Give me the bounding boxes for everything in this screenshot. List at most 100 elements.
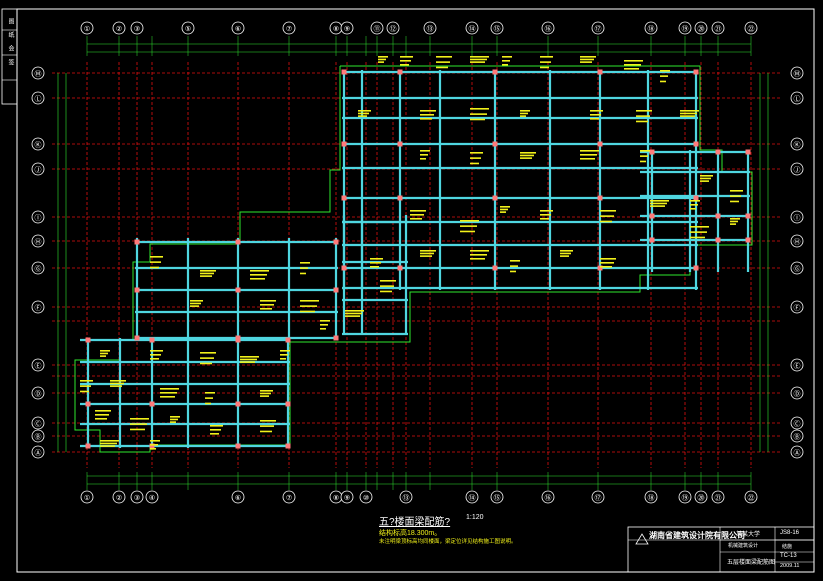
column-axis-bottom-label: ⑰	[595, 494, 602, 502]
beam-label-mark	[378, 61, 384, 63]
column-marker	[649, 237, 655, 243]
title-code3: TC-13	[780, 553, 797, 559]
beam-label-mark	[420, 150, 430, 152]
beam-label-mark	[502, 64, 508, 66]
column-marker	[235, 239, 241, 245]
beam-label-mark	[100, 355, 106, 357]
beam-label-mark	[580, 56, 596, 58]
column-axis-top-label: ②	[116, 25, 122, 33]
row-axis-right-label-circle	[790, 429, 804, 443]
beam-label-mark	[160, 392, 177, 394]
row-axis-left-label-circle	[31, 234, 45, 248]
row-axis-right-label-circle	[790, 234, 804, 248]
beam-label-mark	[500, 206, 510, 208]
column-axis-bottom-label-circle	[591, 490, 605, 504]
beam-label-mark	[470, 250, 489, 252]
beam-label-mark	[730, 220, 738, 223]
row-axis-right-label: Ⓘ	[794, 214, 801, 222]
column-axis-top-label: ⑰	[595, 25, 602, 33]
beam-label-mark	[730, 190, 743, 192]
column-axis-bottom-label-circle	[694, 490, 708, 504]
beam-label-mark	[95, 410, 111, 412]
column-axis-bottom-label-circle	[678, 490, 692, 504]
column-axis-top-label: ⑨	[344, 25, 350, 33]
column-marker	[397, 141, 403, 147]
column-axis-bottom-label-circle	[399, 490, 413, 504]
column-axis-bottom-label-circle	[541, 490, 555, 504]
building-footprint	[74, 65, 753, 453]
beam-label-mark	[378, 58, 386, 61]
row-axis-right-label: Ⓔ	[794, 362, 801, 370]
beam-label-mark	[624, 60, 643, 62]
beam-label-mark	[410, 218, 422, 220]
beam-label-mark	[150, 266, 159, 269]
beam-label-mark	[210, 433, 219, 435]
beam-label-mark	[700, 175, 713, 177]
beam-label-mark	[160, 396, 175, 398]
beam-label-mark	[600, 266, 612, 268]
beam-label-mark	[95, 414, 109, 416]
beam-label-mark	[460, 220, 479, 222]
column-marker	[341, 141, 347, 147]
column-axis-bottom-label: ㉒	[748, 494, 755, 502]
row-axis-left-label-circle	[31, 162, 45, 176]
column-axis-top-label-circle	[678, 21, 692, 35]
beam-label-mark	[730, 218, 740, 220]
beam-label-mark	[420, 154, 428, 156]
beam-label-mark	[260, 308, 272, 310]
beam-label-mark	[400, 56, 413, 58]
beam-label-mark	[680, 110, 699, 112]
beam-label-mark	[205, 402, 211, 405]
column-axis-top-label-circle	[340, 21, 354, 35]
column-marker	[134, 287, 140, 293]
beam-label-mark	[200, 352, 216, 354]
column-axis-top-label: ⑳	[698, 25, 705, 33]
beam-label-mark	[300, 262, 310, 264]
row-axis-left-label-circle	[31, 261, 45, 275]
column-marker	[649, 149, 655, 155]
column-marker	[693, 195, 699, 201]
column-axis-bottom-label-circle	[359, 490, 373, 504]
beam-label-mark	[358, 115, 367, 117]
beam-label-mark	[345, 312, 362, 315]
column-axis-bottom-label: ⑦	[286, 494, 292, 502]
column-marker	[745, 149, 751, 155]
row-axis-right-label-circle	[790, 445, 804, 459]
row-axis-right-label: Ⓜ	[794, 70, 801, 78]
row-axis-left-label: Ⓐ	[35, 449, 42, 457]
beam-label-mark	[520, 112, 528, 115]
title-subproject: 机械建筑设计	[728, 543, 759, 549]
column-marker	[745, 213, 751, 219]
beam-label-mark	[650, 205, 665, 207]
row-axis-left-label: Ⓘ	[35, 214, 42, 222]
beam-label-mark	[358, 110, 371, 112]
column-marker	[492, 141, 498, 147]
row-axis-left-label: Ⓖ	[35, 265, 42, 273]
column-axis-top-label: ⑯	[545, 25, 552, 33]
row-axis-right-label: Ⓕ	[794, 304, 801, 312]
beam-label-mark	[170, 416, 180, 418]
row-axis-left-label: Ⓛ	[35, 95, 42, 103]
beam-label-mark	[358, 112, 369, 115]
column-axis-bottom-label: ②	[116, 494, 122, 502]
beam-label-mark	[380, 285, 394, 287]
beam-label-mark	[470, 113, 487, 115]
title-date: 2009.11	[780, 563, 800, 569]
column-axis-bottom-label-circle	[145, 490, 159, 504]
column-axis-top-label-circle	[644, 21, 658, 35]
column-marker	[149, 337, 155, 343]
beam-label-mark	[205, 397, 213, 399]
column-axis-top-label: ⑫	[390, 25, 397, 33]
beam-label-mark	[260, 430, 272, 433]
beam-label-mark	[370, 262, 381, 264]
beam-label-mark	[200, 357, 214, 359]
beam-label-mark	[580, 61, 592, 63]
beam-label-mark	[680, 112, 697, 115]
beam-label-mark	[600, 220, 612, 223]
beam-label-mark	[300, 305, 317, 307]
beam-label-mark	[250, 274, 267, 276]
beam-label-mark	[110, 385, 122, 387]
column-axis-top-label-circle	[112, 21, 126, 35]
row-axis-left-label: Ⓑ	[35, 433, 42, 441]
beam-label-mark	[460, 230, 475, 233]
